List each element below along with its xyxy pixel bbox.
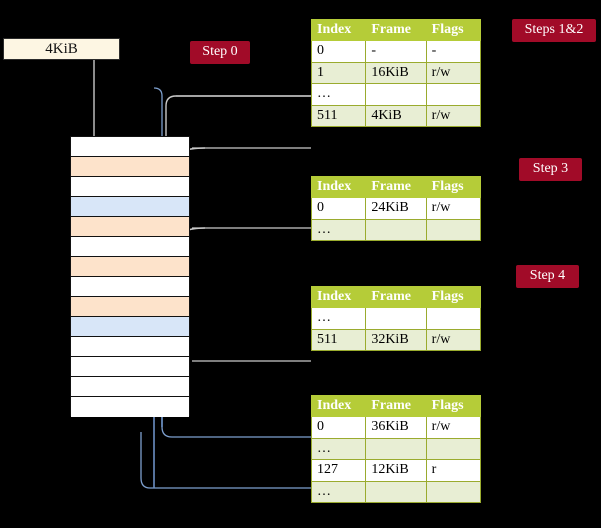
column-header-index: Index [310,394,367,418]
cell-index: … [310,218,367,242]
cell-flags: r/w [425,104,482,127]
step-badge-step-4: Step 4 [516,265,579,288]
cell-flags [425,437,482,461]
cell-index: 127 [310,459,367,482]
memory-frame-1 [71,157,189,177]
cell-flags: r/w [425,328,482,352]
cell-index: 0 [310,40,367,63]
cell-frame: 4KiB [365,104,427,127]
cell-index: … [310,307,367,330]
cell-frame [365,437,427,461]
cell-index: 0 [310,197,367,220]
column-header-frame: Frame [365,18,427,42]
memory-frame-0 [71,137,189,157]
cell-frame [365,480,427,503]
step-badge-step-3: Step 3 [519,158,582,181]
cell-frame: - [365,40,427,63]
cell-index: … [310,437,367,461]
cell-index: … [310,83,367,106]
cell-frame: 36KiB [365,416,427,439]
cell-frame: 16KiB [365,61,427,85]
column-header-index: Index [310,285,367,309]
cell-flags: r/w [425,416,482,439]
memory-frame-11 [71,357,189,377]
wire-step4 [179,308,311,362]
table-row: … [310,480,482,503]
cell-flags [425,218,482,242]
cell-frame [365,307,427,330]
cell-frame: 12KiB [365,459,427,482]
memory-frame-12 [71,377,189,397]
cell-frame [365,218,427,242]
column-header-flags: Flags [425,394,482,418]
memory-frame-3 [71,197,189,217]
cell-frame [365,83,427,106]
memory-frame-5 [71,237,189,257]
cell-frame: 32KiB [365,328,427,352]
cell-index: 0 [310,416,367,439]
step-badge-steps-1-2: Steps 1&2 [512,19,596,42]
column-header-frame: Frame [365,175,427,199]
cell-flags: r/w [425,197,482,220]
cell-index: … [310,480,367,503]
cell-index: 511 [310,328,367,352]
memory-frame-6 [71,257,189,277]
column-header-index: Index [310,175,367,199]
column-header-flags: Flags [425,175,482,199]
wire-step3 [177,227,311,266]
cell-flags: r/w [425,61,482,85]
memory-frame-2 [71,177,189,197]
table-row: … [310,437,482,461]
source-block-4kib: 4KiB [3,38,120,60]
column-header-frame: Frame [365,285,427,309]
memory-frame-9 [71,317,189,337]
cell-flags [425,307,482,330]
cell-index: 511 [310,104,367,127]
memory-frame-13 [71,397,189,417]
physical-memory-column [70,136,190,417]
memory-frame-4 [71,217,189,237]
cell-flags [425,83,482,106]
cell-flags [425,480,482,503]
cell-frame: 24KiB [365,197,427,220]
column-header-flags: Flags [425,285,482,309]
step-badge-step-0: Step 0 [190,41,250,64]
cell-flags: - [425,40,482,63]
memory-frame-10 [71,337,189,357]
memory-frame-7 [71,277,189,297]
table-row: … [310,307,482,330]
cell-index: 1 [310,61,367,85]
column-header-flags: Flags [425,18,482,42]
column-header-index: Index [310,18,367,42]
column-header-frame: Frame [365,394,427,418]
table-row: … [310,83,482,106]
table-row: 0-- [310,40,482,63]
source-block-label: 4KiB [45,40,78,57]
memory-frame-8 [71,297,189,317]
cell-flags: r [425,459,482,482]
table-row: … [310,218,482,242]
